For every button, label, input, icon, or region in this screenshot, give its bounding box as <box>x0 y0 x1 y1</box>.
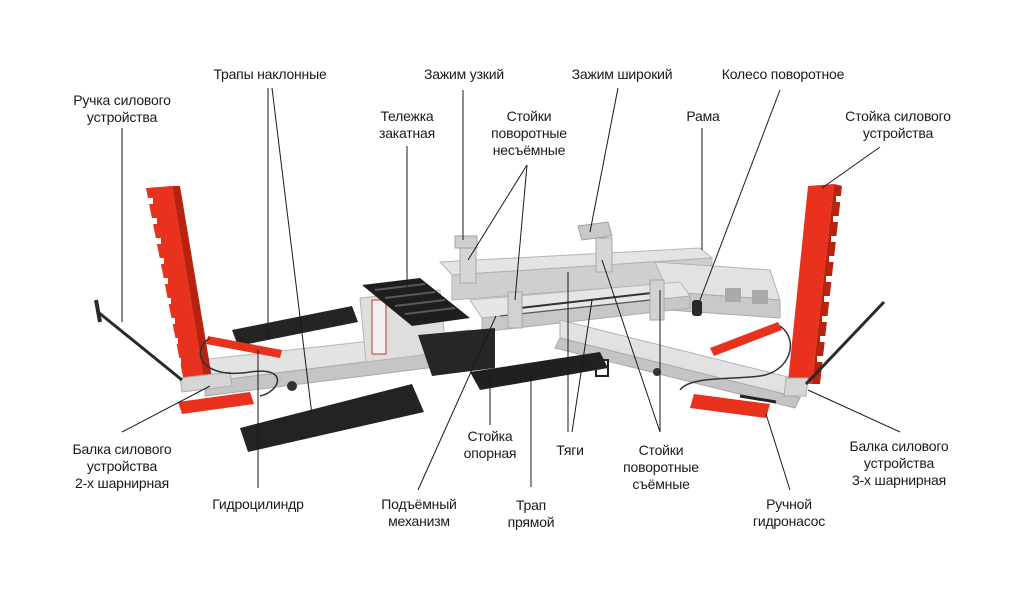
left-handle <box>94 299 183 382</box>
straight-ramp <box>470 352 608 390</box>
wide-clamp <box>577 221 613 241</box>
removable-post <box>595 237 613 273</box>
leader-lines <box>121 87 901 491</box>
inclined-ramp-rear <box>232 306 358 346</box>
label-rods: Тяги <box>556 442 584 458</box>
label-rolling-cart: Тележка закатная <box>378 108 436 141</box>
label-beam-3hinge: Балка силового устройства 3-х шарнирная <box>849 438 949 488</box>
label-handle: Ручка силового устройства <box>73 92 171 125</box>
label-swivel-wheel: Колесо поворотное <box>721 66 845 82</box>
hand-pump-right <box>690 394 770 418</box>
label-tower: Стойка силового устройства <box>845 108 951 141</box>
label-fixed-posts: Стойки поворотные несъёмные <box>491 108 567 158</box>
swivel-wheel <box>692 300 702 316</box>
main-frame <box>199 221 801 409</box>
label-hydraulic-cylinder: Гидроцилиндр <box>212 496 304 512</box>
label-hand-pump: Ручной гидронасос <box>752 496 826 529</box>
label-straight-ramp: Трап прямой <box>507 497 555 530</box>
left-tower <box>144 186 282 414</box>
label-lift-mechanism: Подъёмный механизм <box>381 496 457 529</box>
label-frame: Рама <box>686 108 720 124</box>
narrow-clamp <box>454 235 478 249</box>
right-handle <box>804 300 886 386</box>
caster-wheel <box>287 381 297 391</box>
label-narrow-clamp: Зажим узкий <box>424 66 504 82</box>
right-tower <box>679 184 845 418</box>
inclined-ramp-front <box>240 384 424 452</box>
hand-pump-left <box>178 392 254 414</box>
label-support-post: Стойка опорная <box>463 428 517 461</box>
rolling-cart <box>362 278 495 376</box>
label-inclined-ramps: Трапы наклонные <box>213 66 327 82</box>
label-beam-2hinge: Балка силового устройства 2-х шарнирная <box>72 441 172 491</box>
label-wide-clamp: Зажим широкий <box>571 66 673 82</box>
label-removable-posts: Стойки поворотные съёмные <box>623 442 699 492</box>
